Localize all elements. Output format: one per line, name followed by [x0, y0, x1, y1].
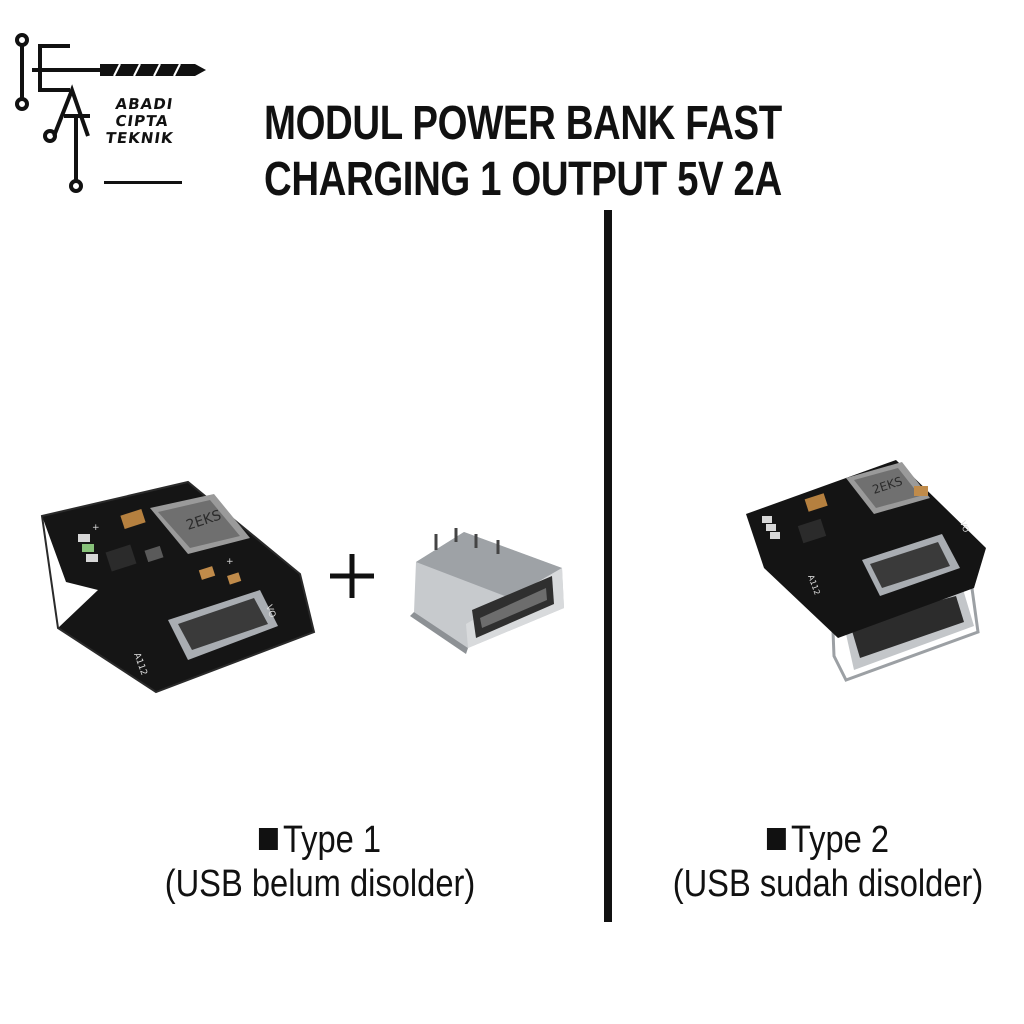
brand-name: ABADI CIPTA TEKNIK — [98, 95, 185, 147]
abadi-cipta-teknik-logo — [15, 33, 206, 193]
title-line-2: CHARGING 1 OUTPUT 5V 2A — [264, 153, 782, 206]
type-2-label-row: Type 2 — [656, 818, 1000, 862]
svg-text:+: + — [226, 557, 234, 567]
svg-text:VO: VO — [263, 604, 277, 620]
brand-line-1: ABADI — [114, 95, 175, 113]
page-title: MODUL POWER BANK FAST CHARGING 1 OUTPUT … — [264, 96, 782, 208]
svg-text:+: + — [92, 523, 100, 533]
type-1-caption: Type 1 (USB belum disolder) — [148, 818, 492, 906]
square-bullet-icon — [766, 828, 786, 850]
title-line-1: MODUL POWER BANK FAST — [264, 97, 782, 150]
usb-a-female-connector-image — [410, 528, 564, 654]
pcb-module-soldered-usb-image: 2EKS VO A112 — [746, 460, 986, 682]
brand-line-2: CIPTA — [114, 112, 170, 130]
square-bullet-icon — [258, 828, 278, 850]
type-2-caption: Type 2 (USB sudah disolder) — [656, 818, 1000, 906]
brand-underline — [104, 181, 182, 184]
plus-icon — [330, 554, 374, 598]
section-divider — [604, 210, 612, 922]
pcb-module-usb-c-image: 2EKS VO A112 + + — [40, 480, 316, 694]
brand-line-3: TEKNIK — [104, 129, 175, 147]
type-1-label: Type 1 — [282, 819, 382, 861]
type-1-note: (USB belum disolder) — [164, 863, 476, 905]
type-1-label-row: Type 1 — [148, 818, 492, 862]
svg-text:VO: VO — [958, 520, 970, 534]
type-2-note: (USB sudah disolder) — [672, 863, 984, 905]
type-2-label: Type 2 — [790, 819, 890, 861]
